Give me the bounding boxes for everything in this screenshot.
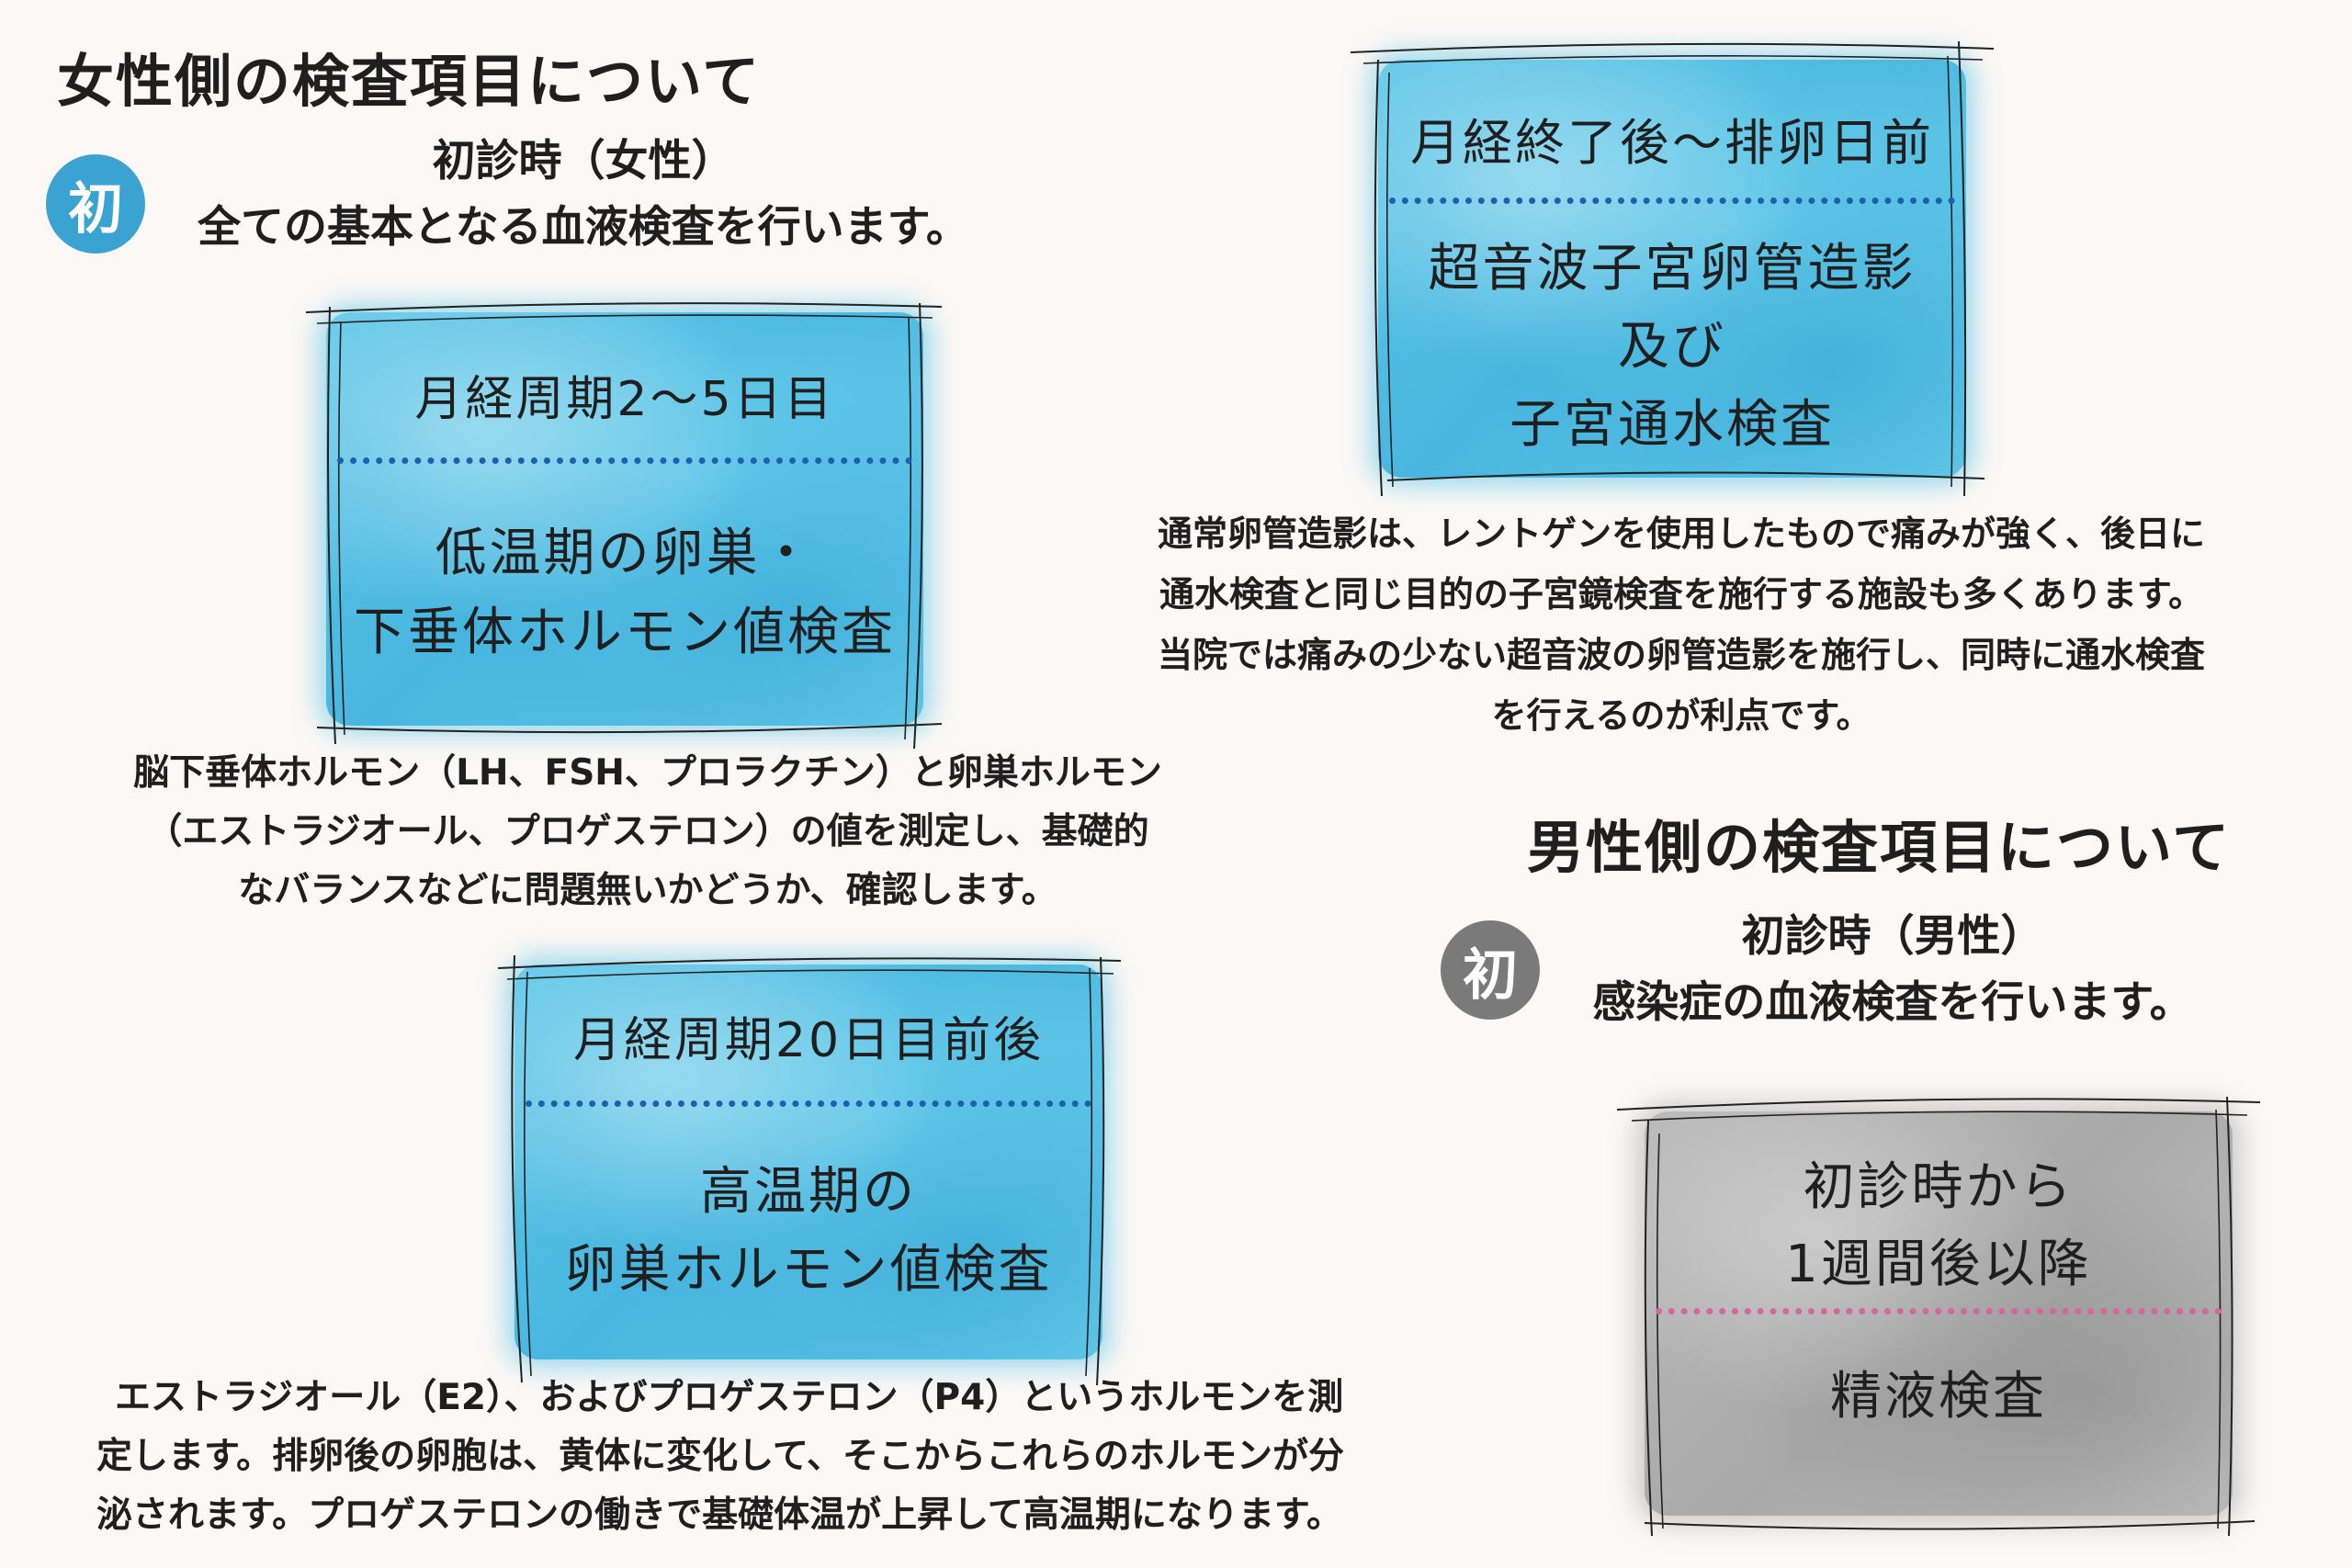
card2-note: エストラジオール（E2）、およびプロゲステロン（P4）というホルモンを測 定しま… (96, 1369, 1612, 1545)
card1-note-line: （エストラジオール、プロゲステロン）の値を測定し、基礎的 (146, 811, 1149, 852)
card4-dotted-divider (1656, 1308, 2222, 1314)
card-post-menstruation: 月経終了後～排卵日前 超音波子宮卵管造影 及び 子宮通水検査 (1351, 40, 1994, 497)
first-visit-male-block: 初診時（男性） 感染症の血液検査を行います。 (1544, 904, 2242, 1036)
card-watercolor-bg (514, 964, 1102, 1359)
card3-note-line: 当院では痛みの少ない超音波の卵管造影を施行し、同時に通水検査 (1157, 635, 2205, 675)
first-visit-male-title: 初診時（男性） (1741, 911, 2044, 962)
male-section-title: 男性側の検査項目について (1527, 814, 2232, 881)
card3-body-line2: 及び (1618, 317, 1726, 377)
card3-note: 通常卵管造影は、レントゲンを使用したもので痛みが強く、後日に 通水検査と同じ目的… (1029, 503, 2334, 746)
first-visit-female-block: 初診時（女性） 全ての基本となる血液検査を行います。 (156, 129, 1011, 261)
card-menstrual-day20: 月経周期20日目前後 高温期の 卵巣ホルモン値検査 (497, 954, 1122, 1386)
card1-note: 脳下垂体ホルモン（LH、FSH、プロラクチン）と卵巣ホルモン （エストラジオール… (37, 744, 1259, 920)
card1-head: 月経周期2～5日目 (414, 372, 835, 427)
card-watercolor-bg (326, 312, 923, 726)
first-visit-female-title: 初診時（女性） (432, 136, 735, 186)
card4-head-line1: 初診時から (1803, 1157, 2075, 1217)
card2-note-line: 泌されます。プロゲステロンの働きで基礎体温が上昇して高温期になります。 (96, 1495, 1343, 1536)
card3-dotted-divider (1389, 197, 1955, 204)
card2-head: 月経周期20日目前後 (572, 1013, 1045, 1068)
card1-body-line1: 低温期の卵巣・ (435, 524, 815, 583)
first-visit-female-desc: 全ての基本となる血液検査を行います。 (198, 202, 969, 253)
card2-note-line: エストラジオール（E2）、およびプロゲステロン（P4）というホルモンを測 (115, 1377, 1344, 1418)
card2-body-line1: 高温期の (700, 1162, 917, 1222)
card1-note-line: 脳下垂体ホルモン（LH、FSH、プロラクチン）と卵巣ホルモン (133, 752, 1162, 794)
card3-note-line: 通常卵管造影は、レントゲンを使用したもので痛みが強く、後日に (1157, 513, 2205, 554)
card1-body-line2: 下垂体ホルモン値検査 (354, 603, 896, 662)
card-watercolor-bg (1378, 60, 1966, 478)
female-section-title: 女性側の検査項目について (57, 48, 762, 115)
card2-body-line2: 卵巣ホルモン値検査 (564, 1240, 1053, 1300)
card3-body-line1: 超音波子宮卵管造影 (1428, 239, 1917, 299)
card3-head: 月経終了後～排卵日前 (1410, 114, 1934, 172)
card-semen-test: 初診時から 1週間後以降 精液検査 (1617, 1096, 2260, 1537)
first-visit-badge-male: 初 (1441, 920, 1540, 1020)
first-visit-badge-female: 初 (46, 154, 145, 254)
card4-head-line2: 1週間後以降 (1785, 1235, 2092, 1294)
card2-dotted-divider (526, 1100, 1091, 1107)
card2-note-line: 定します。排卵後の卵胞は、黄体に変化して、そこからこれらのホルモンが分 (96, 1436, 1344, 1477)
card1-note-line: なバランスなどに問題無いかどうか、確認します。 (238, 870, 1057, 911)
card-menstrual-day2-5: 月経周期2～5日目 低温期の卵巣・ 下垂体ホルモン値検査 (305, 302, 943, 750)
card3-note-line: を行えるのが利点です。 (1491, 695, 1871, 736)
card3-body-line3: 子宮通水検査 (1510, 395, 1835, 455)
card1-dotted-divider (337, 457, 912, 464)
first-visit-male-desc: 感染症の血液検査を行います。 (1592, 977, 2193, 1028)
card4-body: 精液検査 (1830, 1367, 2047, 1427)
card3-note-line: 通水検査と同じ目的の子宮鏡検査を施行する施設も多くあります。 (1159, 574, 2204, 615)
